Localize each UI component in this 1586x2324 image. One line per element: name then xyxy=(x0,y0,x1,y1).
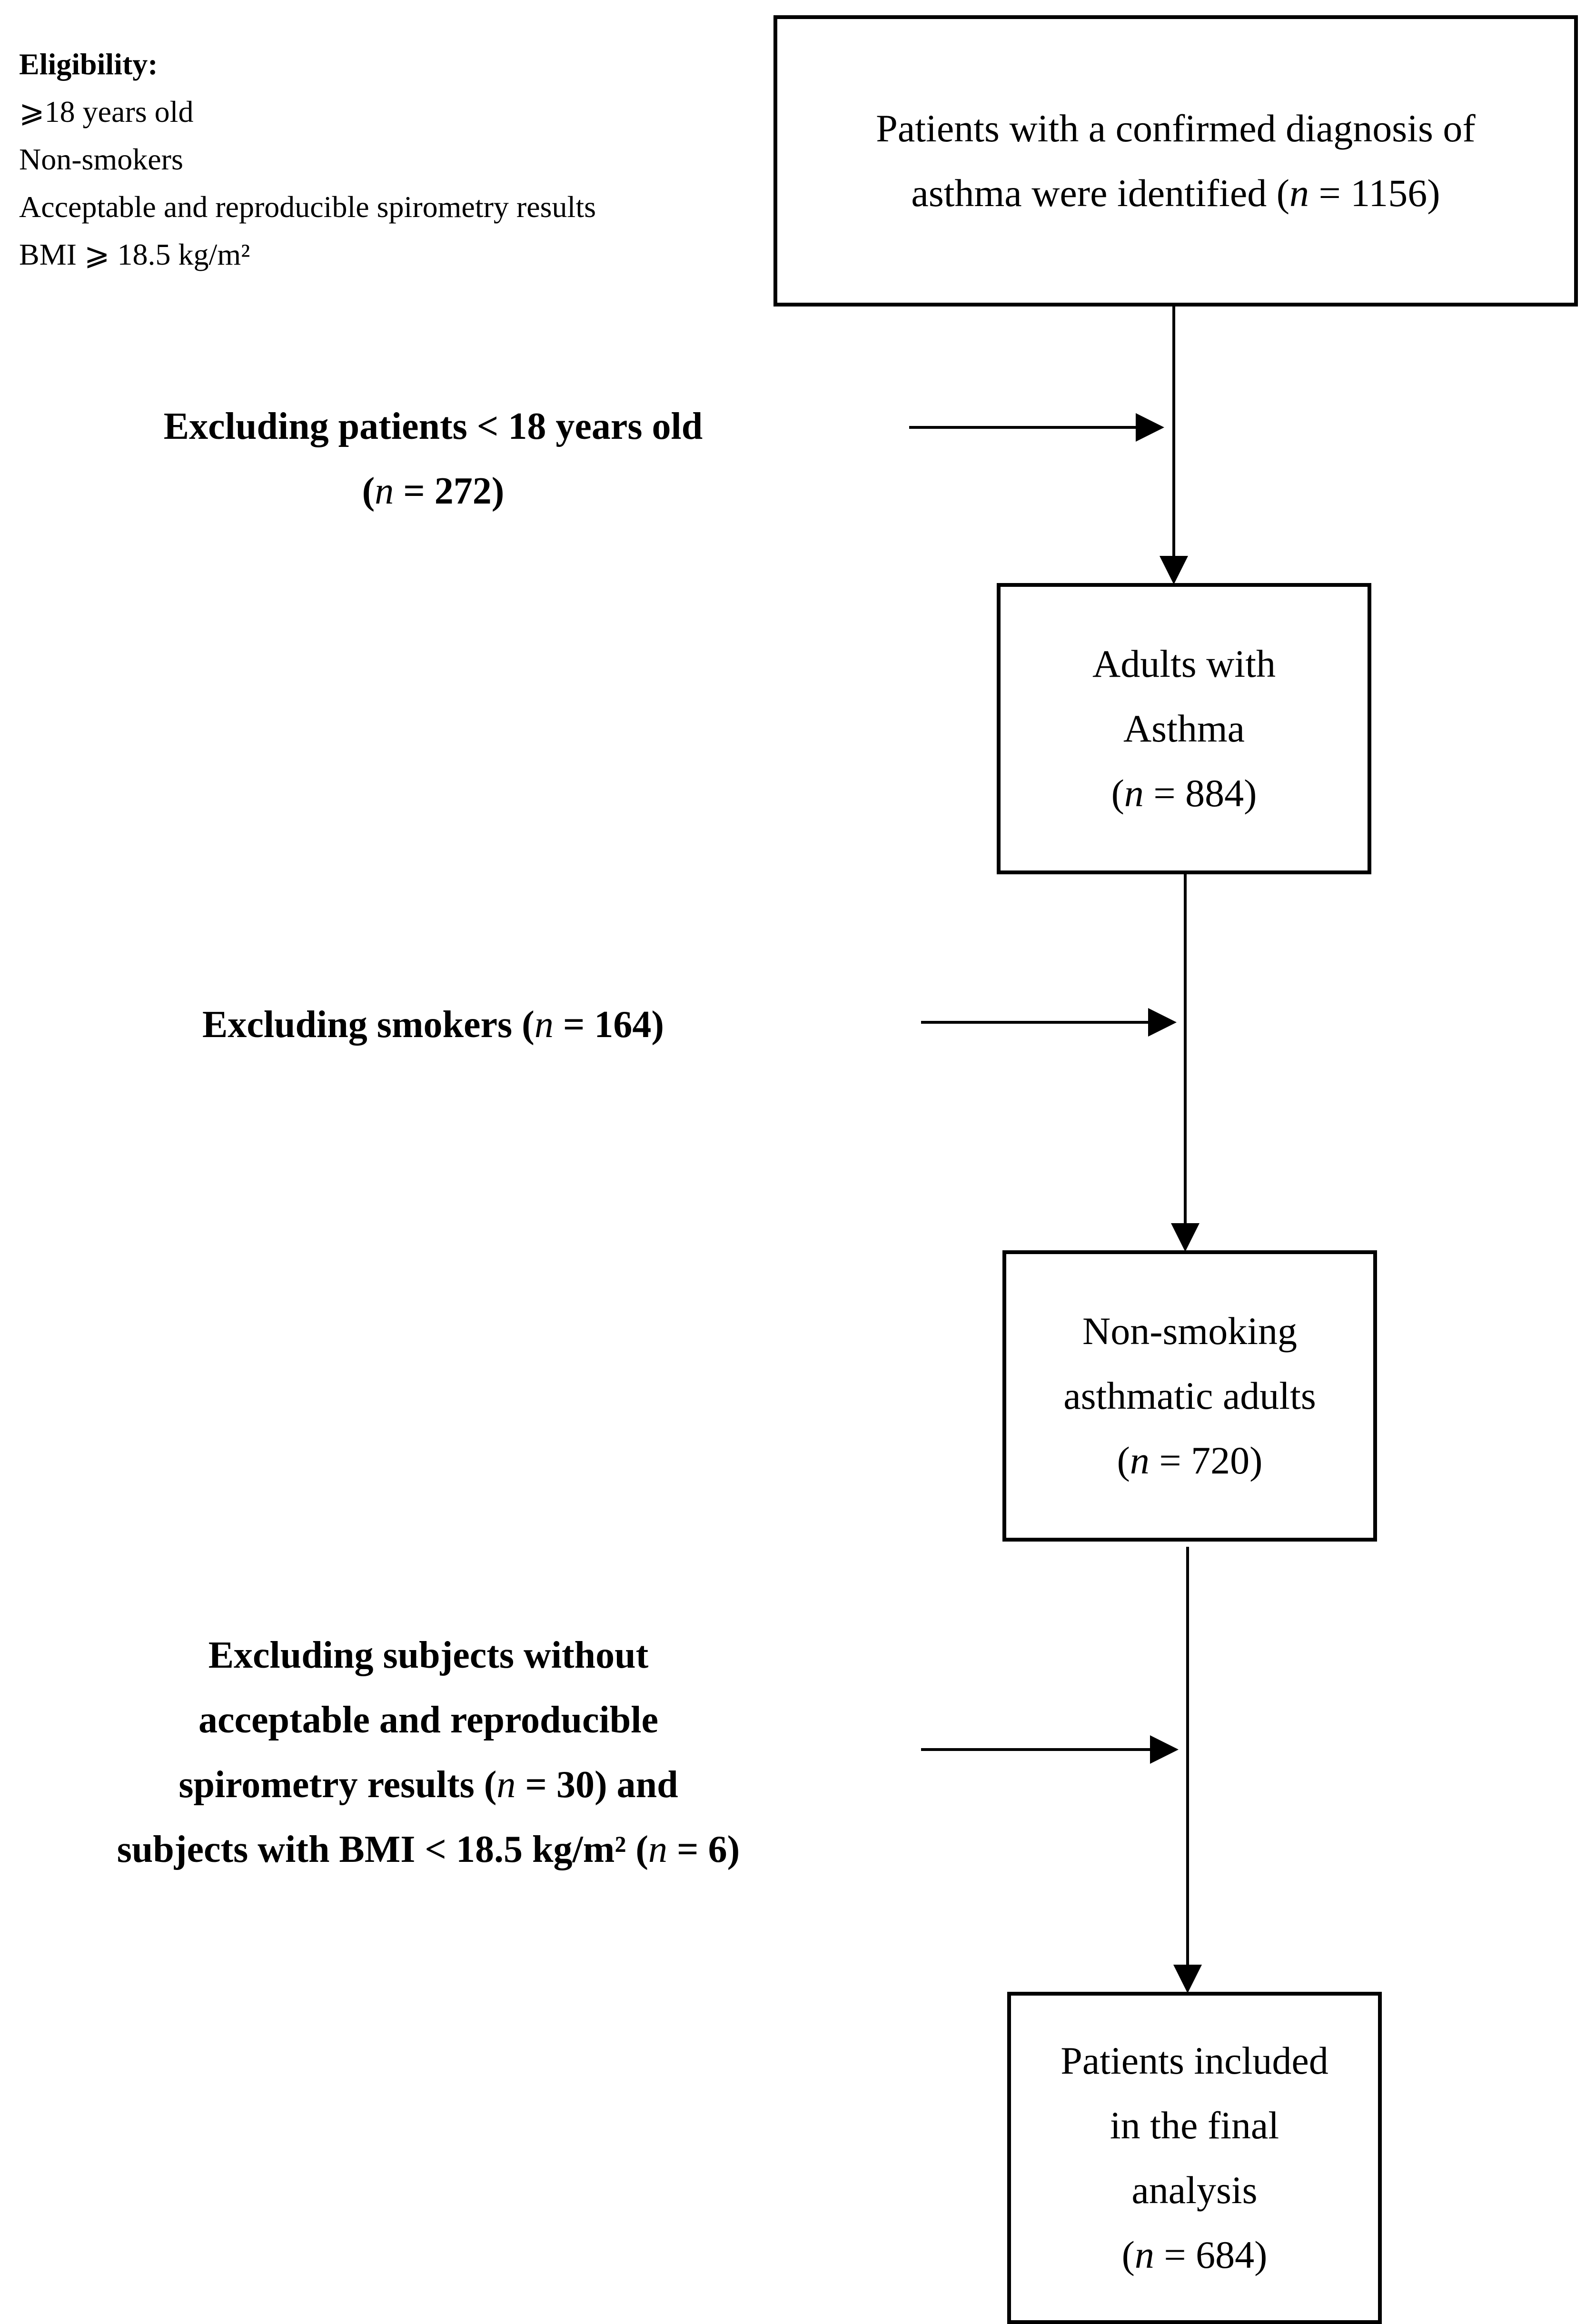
exclusion-spiro-line2: acceptable and reproducible xyxy=(198,1699,658,1741)
count-value: = 30) and xyxy=(515,1764,678,1806)
exclusion-spiro-text: spirometry results ( xyxy=(178,1764,497,1806)
exclusion-age-count: (n = 272) xyxy=(95,459,771,524)
n-symbol: n xyxy=(1130,1439,1150,1482)
n-symbol: n xyxy=(496,1764,516,1806)
paren-open: ( xyxy=(1121,2233,1135,2276)
exclusion-spiro-line3: spirometry results (n = 30) and xyxy=(48,1752,809,1817)
exclusion-bmi-text: subjects with BMI < 18.5 kg/m² ( xyxy=(117,1829,648,1870)
box-identified-patients: Patients with a confirmed diagnosis of a… xyxy=(773,15,1578,307)
n-symbol: n xyxy=(1134,2233,1154,2276)
box-non-smoking-count: (n = 720) xyxy=(1117,1428,1263,1493)
criterion-non-smokers: Non-smokers xyxy=(19,142,183,176)
exclusion-smokers: Excluding smokers (n = 164) xyxy=(95,992,771,1057)
exclusion-smokers-text: Excluding smokers ( xyxy=(202,1004,535,1046)
box-final-line1: Patients included xyxy=(1061,2039,1328,2082)
box-adults-line1: Adults with xyxy=(1092,642,1276,685)
box-non-smoking-line1: Non-smoking xyxy=(1082,1309,1297,1353)
box-adults-with-asthma: Adults with Asthma (n = 884) xyxy=(997,583,1371,874)
n-symbol: n xyxy=(1124,771,1144,815)
box-identified-line1: Patients with a confirmed diagnosis of xyxy=(876,107,1476,150)
box-adults-line2: Asthma xyxy=(1123,707,1245,750)
exclusion-age-line1: Excluding patients < 18 years old xyxy=(163,405,703,447)
paren-open: ( xyxy=(1111,771,1124,815)
paren-open: ( xyxy=(1117,1439,1130,1482)
paren-open: ( xyxy=(362,470,375,512)
n-symbol: n xyxy=(1289,171,1309,215)
exclusion-smokers-line: Excluding smokers (n = 164) xyxy=(95,992,771,1057)
exclusion-spirometry-bmi: Excluding subjects without acceptable an… xyxy=(48,1623,809,1882)
count-value: = 164) xyxy=(553,1004,664,1046)
n-symbol: n xyxy=(534,1004,554,1046)
exclusion-bmi-line4: subjects with BMI < 18.5 kg/m² (n = 6) xyxy=(48,1817,809,1882)
box-adults-count: (n = 884) xyxy=(1111,761,1257,826)
box-final-line3: analysis xyxy=(1131,2168,1258,2212)
count-value: = 6) xyxy=(667,1829,740,1870)
box-identified-count: = 1156) xyxy=(1309,171,1440,215)
box-non-smoking-adults: Non-smoking asthmatic adults (n = 720) xyxy=(1002,1250,1377,1542)
exclusion-age: Excluding patients < 18 years old (n = 2… xyxy=(95,394,771,524)
criterion-bmi: BMI ⩾ 18.5 kg/m² xyxy=(19,237,250,271)
count-value: = 884) xyxy=(1143,771,1257,815)
n-symbol: n xyxy=(648,1829,667,1870)
box-final-count: (n = 684) xyxy=(1122,2223,1268,2287)
box-final-analysis: Patients included in the final analysis … xyxy=(1007,1992,1382,2324)
box-identified-text: asthma were identified ( xyxy=(911,171,1290,215)
count-value: = 684) xyxy=(1154,2233,1268,2276)
eligibility-heading: Eligibility: xyxy=(19,47,158,81)
criterion-spirometry: Acceptable and reproducible spirometry r… xyxy=(19,190,596,224)
count-value: = 272) xyxy=(394,470,505,512)
count-value: = 720) xyxy=(1149,1439,1263,1482)
criterion-age: ⩾18 years old xyxy=(19,95,194,129)
eligibility-criteria: Eligibility: ⩾18 years old Non-smokers A… xyxy=(19,40,762,278)
exclusion-spiro-line1: Excluding subjects without xyxy=(208,1634,649,1676)
n-symbol: n xyxy=(375,470,394,512)
box-final-line2: in the final xyxy=(1110,2104,1279,2147)
box-identified-line2: asthma were identified (n = 1156) xyxy=(911,161,1440,226)
box-non-smoking-line2: asthmatic adults xyxy=(1063,1374,1316,1417)
